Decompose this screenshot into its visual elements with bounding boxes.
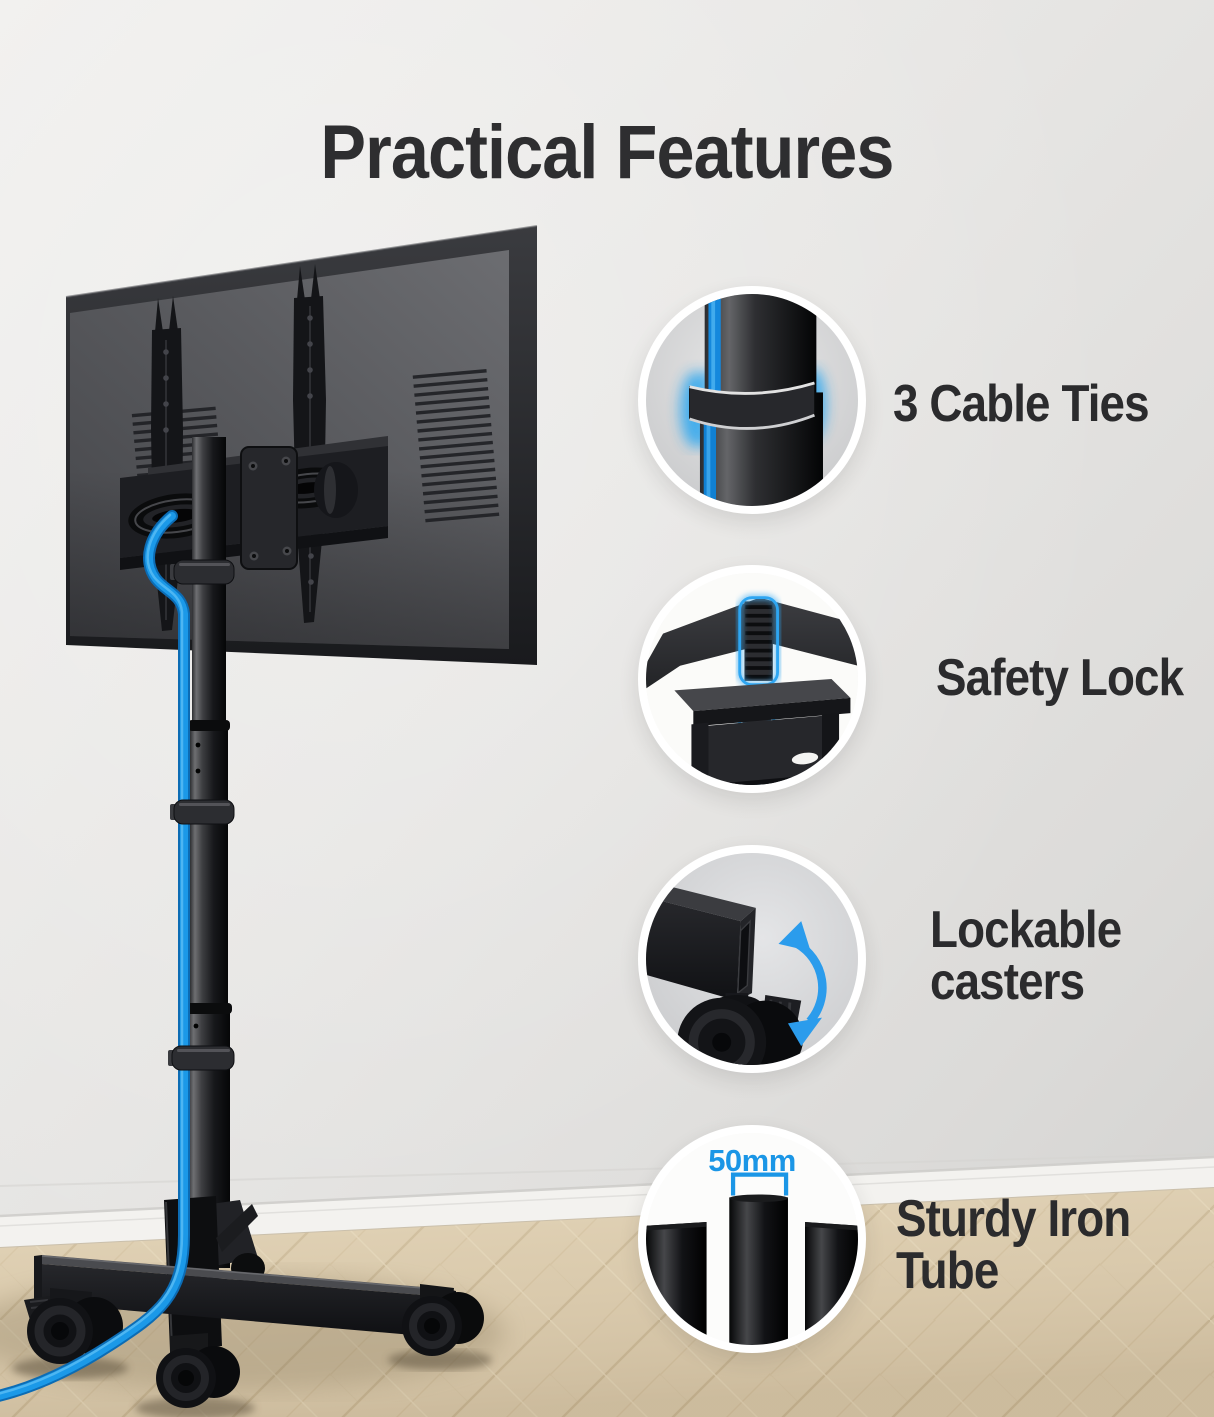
caster-left xyxy=(24,1288,123,1364)
mounting-bracket xyxy=(120,436,388,570)
caster-wheel-photo xyxy=(646,853,858,1065)
caster-wheel xyxy=(677,993,804,1065)
tube-diameter-annotation: 50mm xyxy=(708,1143,796,1178)
feature-circle-lockable-casters xyxy=(638,845,866,1073)
cable-tie-detail-photo xyxy=(646,294,858,506)
feature-label-lockable-casters: Lockable casters xyxy=(930,901,1122,1011)
cable-tie-band xyxy=(168,1045,235,1071)
caster-center xyxy=(156,1333,240,1408)
power-cable xyxy=(0,510,190,1402)
front-bar xyxy=(34,1255,456,1338)
cable-tie-band xyxy=(689,381,815,430)
base-leg-tube xyxy=(646,881,756,1001)
page-title: Practical Features xyxy=(320,109,894,195)
pole-upper xyxy=(704,294,817,399)
feature-circle-cable-ties xyxy=(638,286,866,514)
feature-circle-iron-tube: 50mm xyxy=(638,1125,866,1353)
lower-bracket xyxy=(691,713,840,785)
tv-back-panel xyxy=(65,225,538,665)
vesa-plate xyxy=(240,446,298,570)
cable-tie-band xyxy=(170,799,235,825)
feature-label-iron-tube: Sturdy Iron Tube xyxy=(896,1190,1131,1300)
safety-lock-screw-photo xyxy=(646,573,858,785)
cable-tie-bands xyxy=(168,559,235,1071)
feature-label-cable-ties: 3 Cable Ties xyxy=(893,375,1150,433)
iron-tube-middle xyxy=(729,1194,788,1345)
feature-label-safety-lock: Safety Lock xyxy=(936,649,1184,707)
speaker-vents-right xyxy=(412,369,500,523)
pole-joint-collar xyxy=(186,1003,232,1014)
caster-right xyxy=(402,1284,484,1356)
feature-circle-safety-lock xyxy=(638,565,866,793)
screw-upper xyxy=(744,601,773,681)
rolling-base xyxy=(24,1196,484,1408)
iron-tubes-photo xyxy=(646,1133,858,1345)
swivel-arrow-icon xyxy=(778,921,827,1047)
clamp-shelf xyxy=(674,679,851,727)
pole-joint-collar xyxy=(188,720,230,731)
measure-bracket-icon xyxy=(730,1172,789,1196)
cable-tie-band xyxy=(170,559,235,585)
